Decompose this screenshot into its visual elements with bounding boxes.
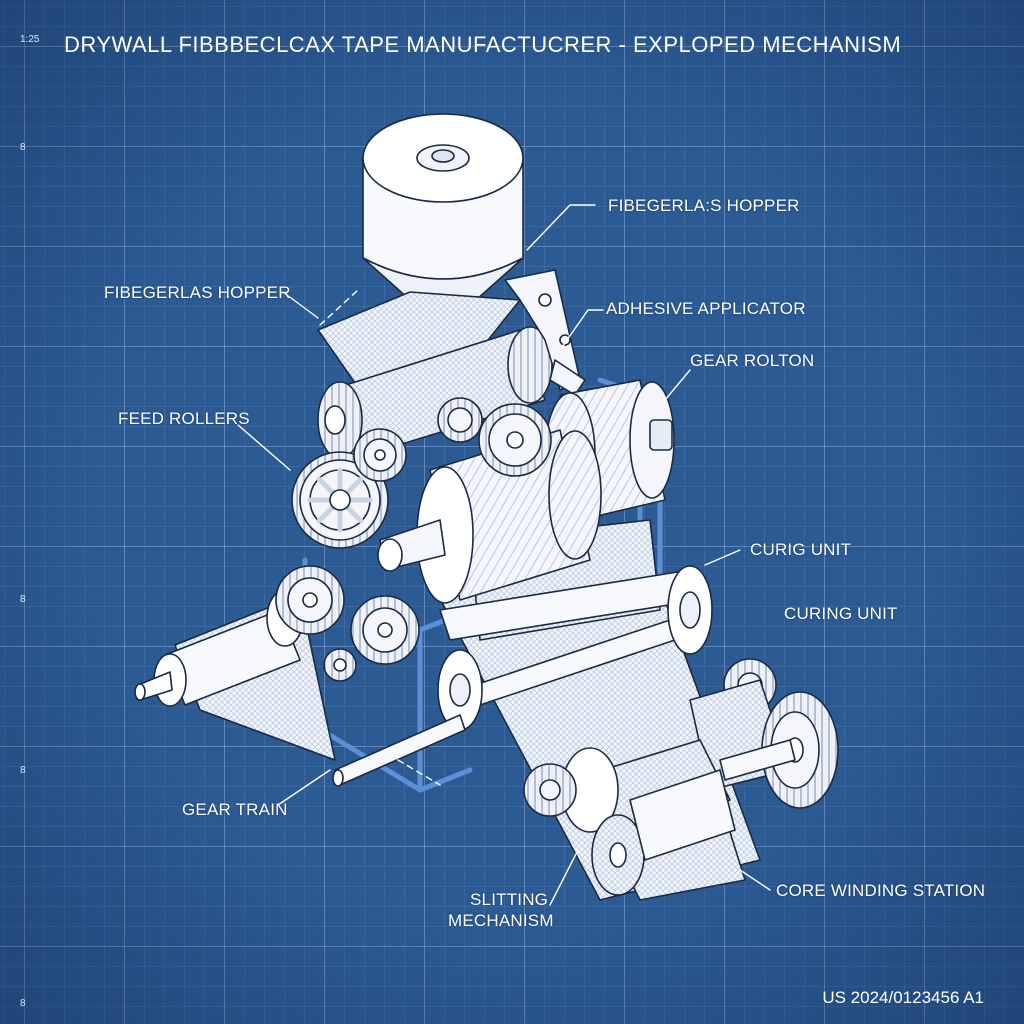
margin-tick: 8 (20, 594, 26, 605)
label-adhesive-applicator: ADHESIVE APPLICATOR (606, 299, 806, 318)
core-winding-station (689, 658, 839, 809)
curing-unit (332, 565, 713, 787)
label-curing-unit: CURING UNIT (784, 604, 898, 623)
tape-sheet-upper (317, 291, 521, 391)
gear-cluster-upper (353, 397, 552, 482)
gear-train (275, 565, 420, 682)
margin-tick: 8 (20, 142, 26, 153)
upper-feed-roller (317, 326, 553, 461)
label-hopper-left: FIBEGERLAS HOPPER (104, 283, 291, 302)
label-core-winding-station: CORE WINDING STATION (776, 881, 986, 900)
label-gear-train: GEAR TRAIN (182, 800, 288, 819)
margin-tick: 8 (20, 998, 26, 1009)
label-curig-unit: CURIG UNIT (750, 540, 852, 559)
patent-number: US 2024/0123456 A1 (822, 988, 984, 1007)
label-gear-rolton: GEAR ROLTON (690, 351, 815, 370)
leader-lines (237, 204, 771, 906)
center-drum (377, 429, 602, 604)
label-slitting-line2: MECHANISM (448, 911, 554, 930)
margin-tick: 8 (20, 765, 26, 776)
diagram-title: DRYWALL FIBBBECLCAX TAPE MANUFACTUCRER -… (64, 32, 902, 57)
label-feed-rollers: FEED ROLLERS (118, 409, 250, 428)
adhesive-applicator (504, 269, 586, 396)
label-slitting-line1: SLITTING (470, 890, 549, 909)
scale-tag: 1:25 (20, 34, 40, 45)
label-hopper-top: FIBEGERLA:S HOPPER (608, 196, 800, 215)
slitting-mechanism (523, 739, 746, 901)
